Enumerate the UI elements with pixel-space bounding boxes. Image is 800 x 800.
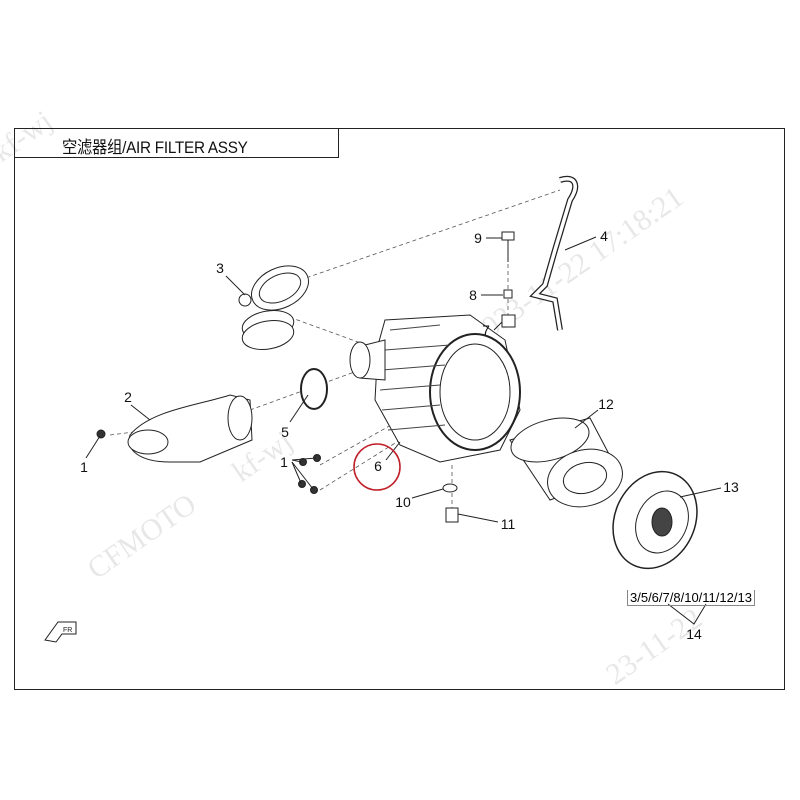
callout-10: 10 xyxy=(395,494,411,510)
diagram-frame xyxy=(14,128,785,690)
callout-5: 5 xyxy=(281,424,289,440)
part-2-intake-duct xyxy=(127,394,253,463)
part-10-clip xyxy=(442,483,458,493)
leader-lines xyxy=(85,236,722,625)
callout-9: 9 xyxy=(474,230,482,246)
highlight-circle xyxy=(353,443,401,491)
callout-2: 2 xyxy=(124,389,132,405)
kit-contents-label: 3/5/6/7/8/10/11/12/13 xyxy=(627,590,755,606)
title-box xyxy=(14,128,339,158)
callout-14: 14 xyxy=(686,626,702,642)
callout-6: 6 xyxy=(374,458,382,474)
part-13-cover xyxy=(612,470,698,570)
front-arrow-icon: FR xyxy=(44,621,77,643)
part-8-collar xyxy=(503,289,513,299)
part-3-intake-boot xyxy=(238,265,309,351)
callout-12: 12 xyxy=(598,396,614,412)
page-title: 空滤器组/AIR FILTER ASSY xyxy=(62,138,248,157)
part-6-housing xyxy=(349,314,521,463)
callout-13: 13 xyxy=(723,479,739,495)
callout-7: 7 xyxy=(482,322,490,338)
callout-3: 3 xyxy=(216,260,224,276)
svg-text:FR: FR xyxy=(63,627,72,634)
callout-8: 8 xyxy=(469,287,477,303)
part-9-bolt xyxy=(501,231,515,262)
callout-11: 11 xyxy=(500,516,516,532)
part-12-filter-element xyxy=(509,417,623,508)
part-11-drain-valve xyxy=(445,507,459,523)
part-5-clamp xyxy=(300,368,328,410)
callout-1: 1 xyxy=(80,459,88,475)
callout-4: 4 xyxy=(600,228,608,244)
part-7-grommet xyxy=(501,314,516,328)
callout-1: 1 xyxy=(280,454,288,470)
